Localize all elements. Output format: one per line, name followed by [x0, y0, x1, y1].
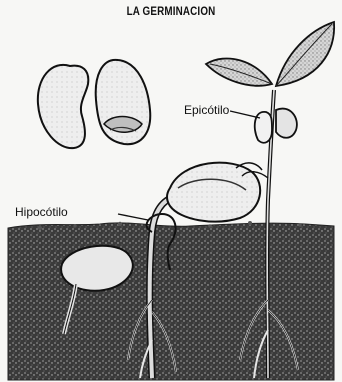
right-cotyledon-left — [255, 112, 272, 143]
hypocotyl-leader — [118, 214, 148, 220]
hypocotyl-label: Hipocótilo — [14, 206, 69, 219]
buried-seed — [61, 246, 133, 291]
seed-whole — [38, 65, 88, 148]
soil — [8, 223, 334, 380]
right-cotyledon-right — [276, 109, 297, 138]
diagram-title: LA GERMINACION — [31, 4, 311, 18]
epicotyl-label: Epicótilo — [183, 104, 230, 117]
epicotyl-leader — [230, 111, 260, 118]
cotyledon-pair — [167, 163, 260, 222]
